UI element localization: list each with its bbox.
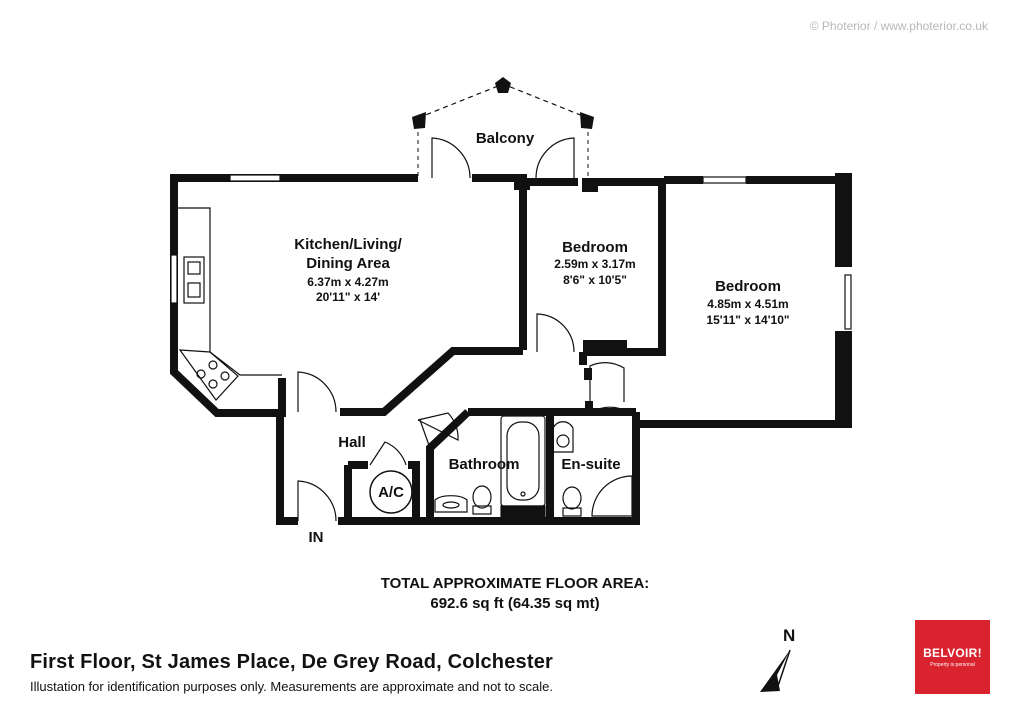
bedroom1-imperial: 8'6" x 10'5" bbox=[563, 273, 627, 287]
bathroom-label: Bathroom bbox=[449, 456, 520, 473]
room-labels: Balcony Kitchen/Living/ Dining Area 6.37… bbox=[294, 130, 789, 546]
kitchen-fittings bbox=[178, 207, 282, 401]
total-area-value: 692.6 sq ft (64.35 sq mt) bbox=[430, 595, 600, 612]
balcony-label: Balcony bbox=[476, 130, 535, 147]
kitchen-metric: 6.37m x 4.27m bbox=[307, 275, 388, 289]
logo-tagline: Property is personal bbox=[930, 662, 975, 668]
windows bbox=[170, 174, 852, 330]
ensuite-label: En-suite bbox=[561, 456, 620, 473]
entrance-label: IN bbox=[309, 529, 324, 546]
ensuite-fittings bbox=[552, 421, 633, 517]
bedroom2-imperial: 15'11" x 14'10" bbox=[706, 313, 789, 327]
bedroom1-metric: 2.59m x 3.17m bbox=[554, 257, 635, 271]
total-area-heading: TOTAL APPROXIMATE FLOOR AREA: bbox=[380, 575, 650, 592]
property-title: First Floor, St James Place, De Grey Roa… bbox=[30, 651, 554, 673]
logo-brand: BELVOIR! bbox=[923, 646, 982, 660]
hall-label: Hall bbox=[338, 434, 366, 451]
ac-label: A/C bbox=[378, 484, 404, 501]
balcony-outline bbox=[412, 77, 594, 178]
kitchen-name-line1: Kitchen/Living/ bbox=[294, 236, 402, 253]
bedroom1-name: Bedroom bbox=[562, 239, 628, 256]
north-label: N bbox=[783, 626, 796, 645]
copyright-notice: © Photerior / www.photerior.co.uk bbox=[809, 19, 988, 33]
thick-wall-blocks bbox=[514, 173, 852, 428]
belvoir-logo: BELVOIR! Property is personal bbox=[915, 620, 990, 694]
kitchen-imperial: 20'11" x 14' bbox=[316, 290, 380, 304]
disclaimer-text: Illustation for identification purposes … bbox=[30, 679, 553, 694]
bathroom-fittings bbox=[369, 415, 546, 519]
bedroom2-name: Bedroom bbox=[715, 278, 781, 295]
north-arrow bbox=[760, 649, 791, 692]
kitchen-name-line2: Dining Area bbox=[306, 255, 390, 272]
bedroom2-metric: 4.85m x 4.51m bbox=[707, 297, 788, 311]
doors bbox=[297, 137, 629, 522]
